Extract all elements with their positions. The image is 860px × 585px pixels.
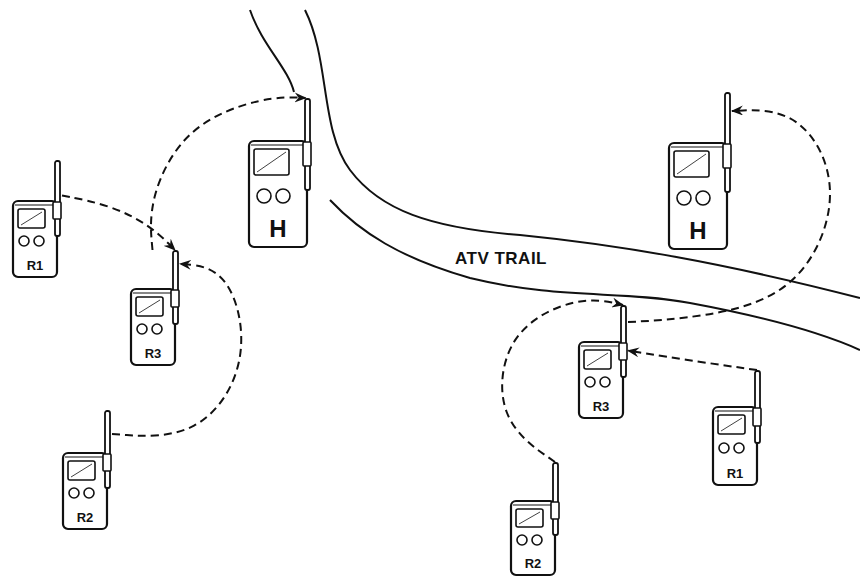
- radio-button: [585, 377, 595, 387]
- screen-glare: [257, 152, 286, 172]
- radio-button: [137, 324, 147, 334]
- radio-unit: R3: [578, 305, 628, 419]
- unit-label: R2: [77, 511, 94, 525]
- radio-unit: H: [668, 92, 732, 250]
- radio-antenna: [105, 411, 110, 488]
- radio-button: [532, 535, 542, 545]
- antenna-base: [723, 144, 731, 168]
- unit-label: R2: [525, 557, 542, 571]
- radio-rim: [251, 144, 305, 145]
- radio-body: [511, 501, 555, 575]
- label-holder: ATV TRAIL: [452, 249, 550, 269]
- radio-link: [151, 97, 306, 250]
- screen-glare: [21, 212, 42, 225]
- radio-rim: [65, 456, 105, 457]
- antenna-base: [171, 290, 179, 307]
- radio-screen: [254, 149, 289, 175]
- radio-button: [677, 191, 691, 205]
- radio-body: [63, 453, 107, 529]
- radio-antenna: [553, 463, 558, 535]
- radio-button: [19, 236, 29, 246]
- radio-button: [257, 189, 271, 203]
- radio-button: [276, 189, 290, 203]
- radio-button: [152, 324, 162, 334]
- radio-button: [600, 377, 610, 387]
- radio-button: [696, 191, 710, 205]
- radio-link: [112, 264, 241, 436]
- radio-screen: [674, 151, 709, 177]
- unit-label: R3: [145, 347, 162, 361]
- unit-label: H: [689, 218, 706, 244]
- radio-screen: [584, 350, 611, 369]
- radio-screen: [136, 297, 163, 316]
- trail-edge: [250, 10, 294, 92]
- antenna-base: [103, 454, 111, 471]
- radio-link: [502, 300, 623, 462]
- unit-label: H: [269, 216, 286, 242]
- radio-rim: [133, 292, 173, 293]
- trail-edge: [305, 10, 860, 298]
- radio-antenna: [621, 306, 626, 377]
- screen-glare: [519, 512, 540, 524]
- radio-body: [713, 407, 757, 485]
- radio-button: [734, 443, 744, 453]
- screen-glare: [721, 418, 742, 431]
- radio-antenna: [755, 371, 760, 443]
- radio-rim: [581, 345, 621, 346]
- radio-rim: [671, 146, 725, 147]
- unit-label: R1: [727, 467, 744, 481]
- radio-unit: R3: [130, 250, 180, 366]
- radio-antenna: [725, 93, 730, 192]
- screen-glare: [139, 300, 160, 313]
- radio-body: [249, 141, 307, 247]
- antenna-base: [551, 502, 559, 519]
- radio-rim: [15, 204, 55, 205]
- radio-antenna: [55, 161, 60, 236]
- radio-screen: [718, 415, 745, 434]
- antenna-base: [619, 343, 627, 360]
- radio-body: [131, 289, 175, 365]
- radio-button: [69, 488, 79, 498]
- radio-body: [13, 201, 57, 277]
- radio-rim: [513, 504, 553, 505]
- radio-unit: R2: [510, 462, 560, 576]
- radio-body: [669, 143, 727, 249]
- radio-antenna: [173, 251, 178, 324]
- unit-label: R1: [27, 259, 44, 273]
- antenna-base: [53, 202, 61, 219]
- radio-link: [62, 195, 175, 250]
- radio-body: [579, 342, 623, 418]
- radio-screen: [516, 509, 543, 527]
- radio-unit: R1: [12, 160, 62, 278]
- radio-screen: [68, 461, 95, 480]
- radio-link: [628, 351, 757, 370]
- antenna-base: [303, 142, 311, 166]
- radio-button: [517, 535, 527, 545]
- screen-glare: [71, 464, 92, 477]
- radio-unit: R1: [712, 370, 762, 486]
- trail-edge: [330, 200, 860, 350]
- radio-button: [84, 488, 94, 498]
- screen-glare: [587, 353, 608, 366]
- radio-rim: [715, 410, 755, 411]
- radio-button: [34, 236, 44, 246]
- radio-unit: R2: [62, 410, 112, 530]
- antenna-base: [753, 408, 761, 426]
- radio-screen: [18, 209, 45, 228]
- unit-label: R3: [593, 400, 610, 414]
- radio-unit: H: [248, 98, 312, 248]
- trail-label: ATV TRAIL: [452, 249, 550, 268]
- screen-glare: [677, 154, 706, 174]
- radio-button: [719, 443, 729, 453]
